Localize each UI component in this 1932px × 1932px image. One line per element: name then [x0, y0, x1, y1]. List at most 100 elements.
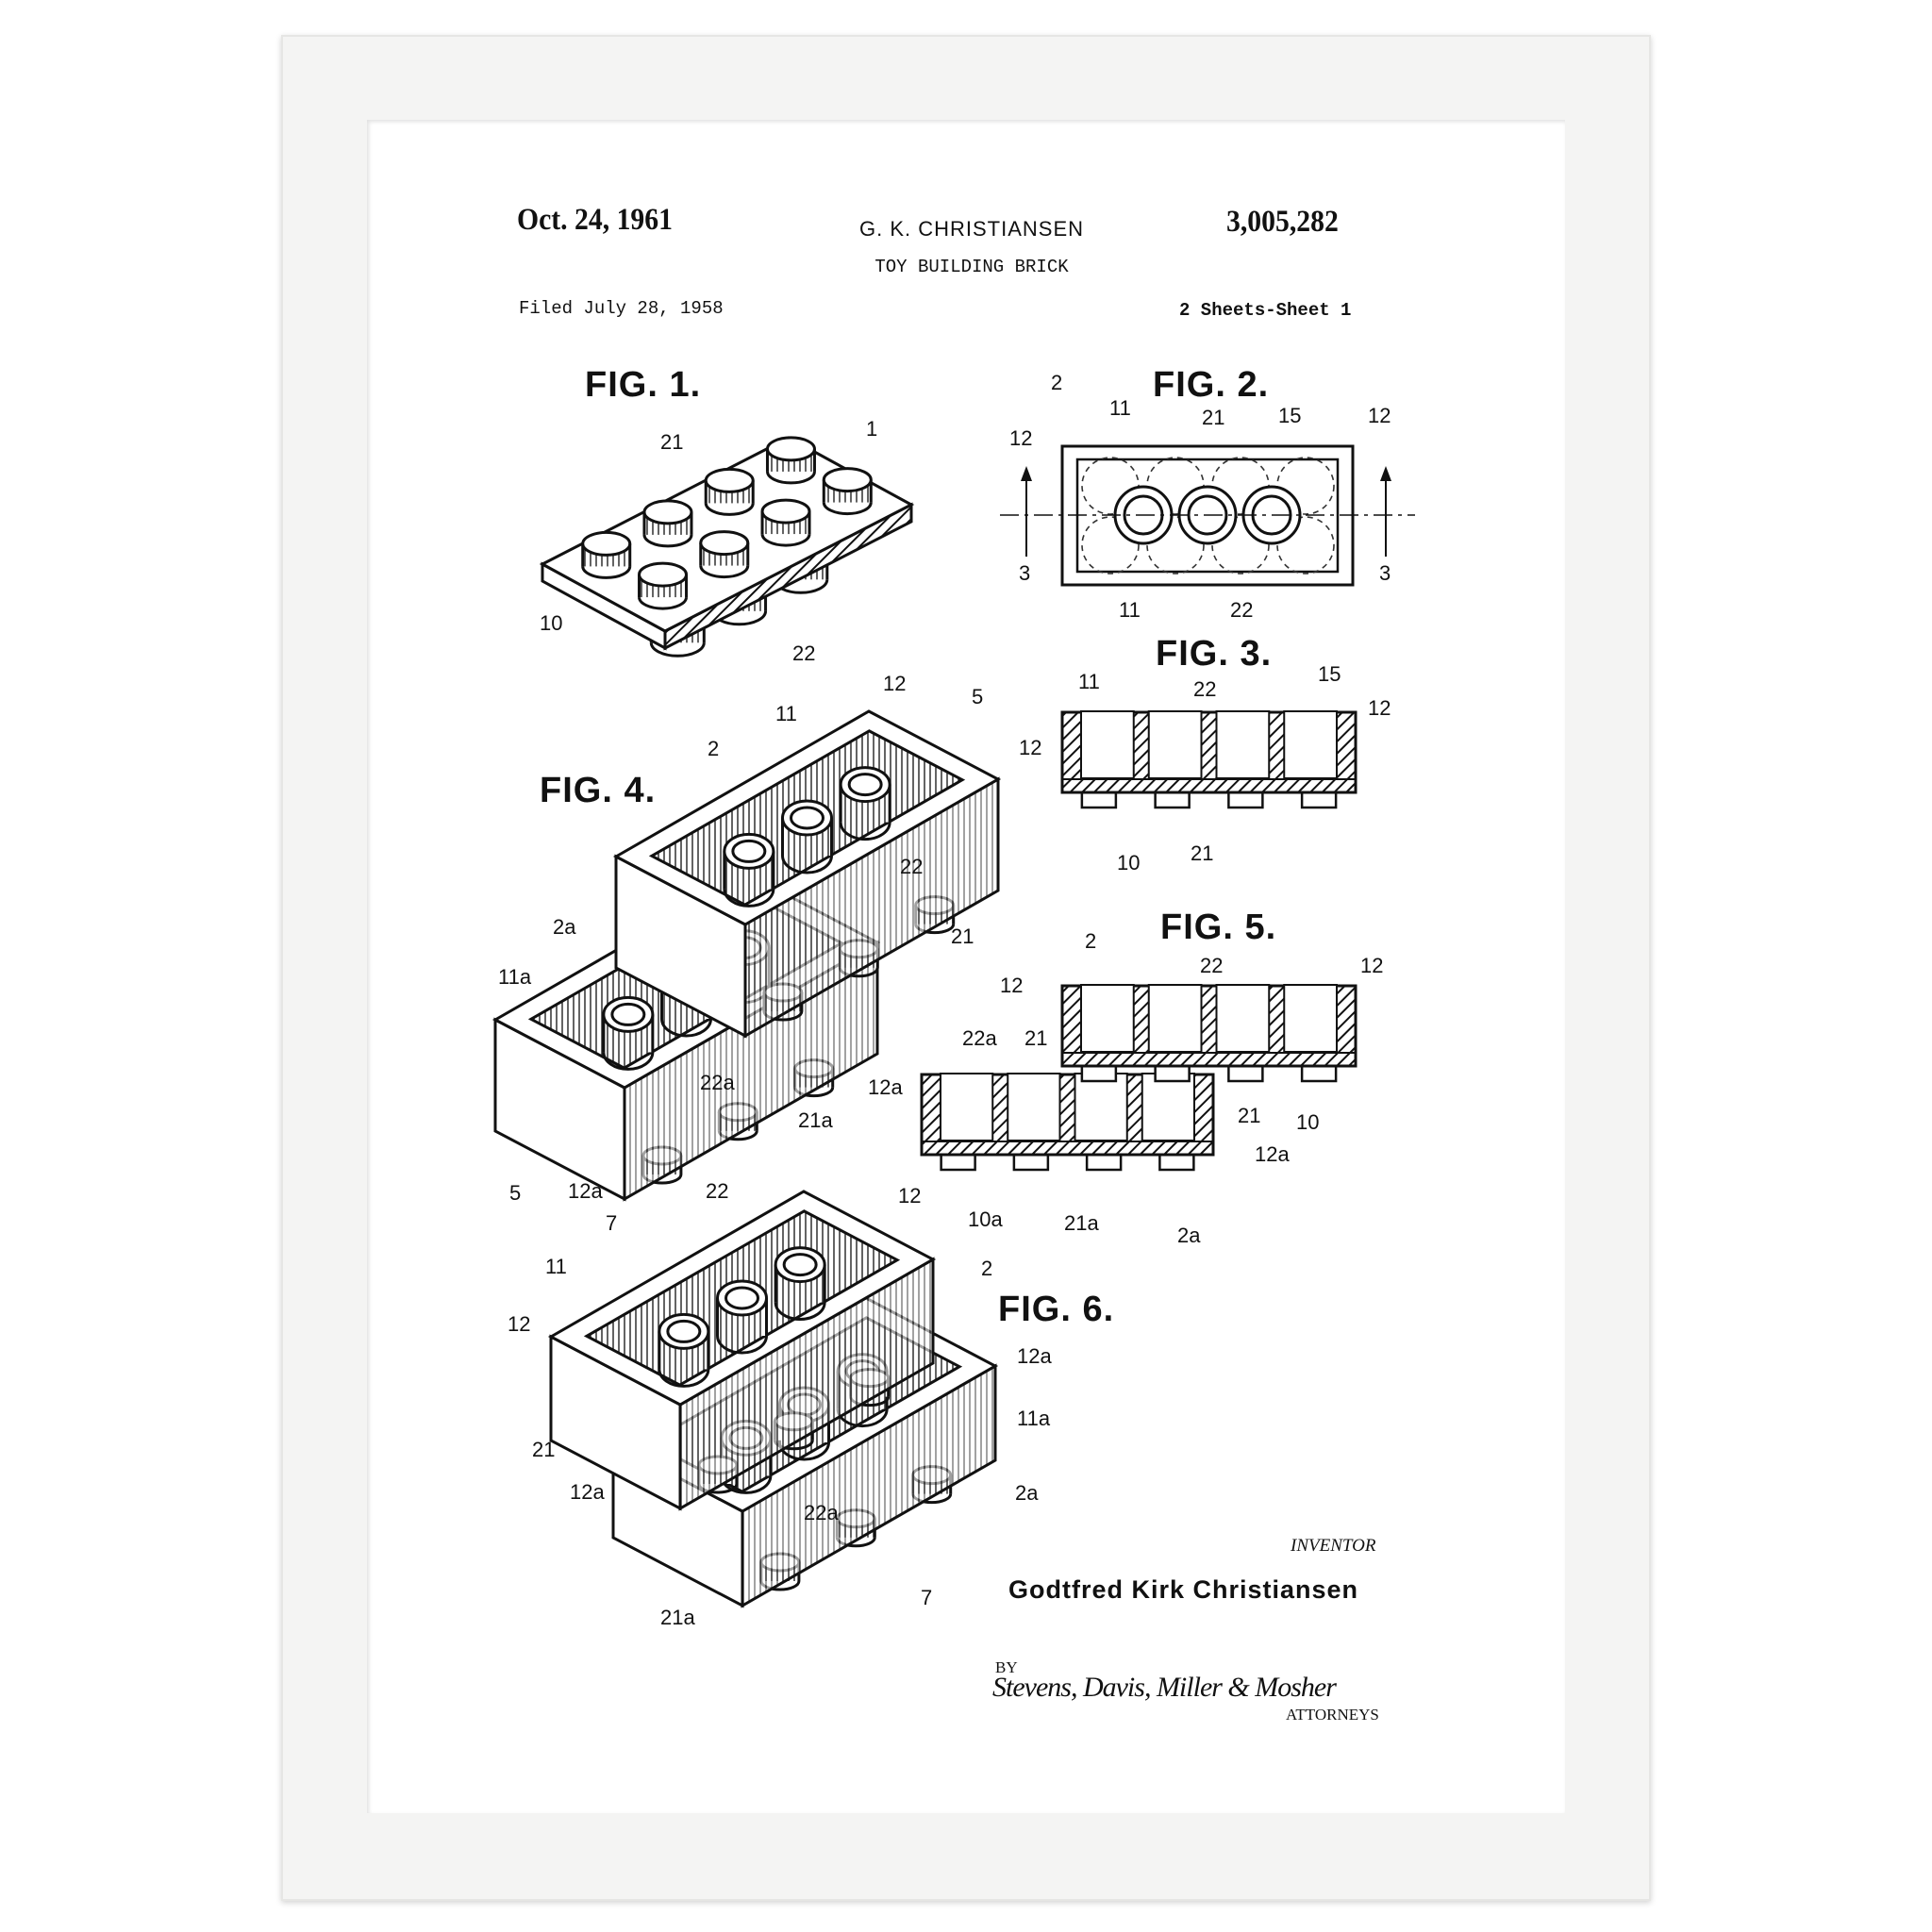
fig5-lower-section-stud [940, 1153, 976, 1172]
fig2-hidden-stud [1146, 516, 1205, 575]
fig4-brick-2-tube-2-bottom [839, 822, 891, 841]
reference-numeral: 21 [951, 924, 974, 948]
reference-numeral: 21a [798, 1108, 833, 1132]
reference-numeral: 12a [1017, 1344, 1052, 1368]
reference-numeral: 12 [1368, 696, 1391, 720]
reference-numeral: 15 [1318, 662, 1341, 686]
reference-numeral: 22 [1230, 598, 1253, 622]
reference-numeral: 12 [1019, 736, 1041, 759]
reference-numeral: 7 [606, 1211, 617, 1235]
reference-numeral: 21 [660, 430, 683, 454]
reference-numeral: 5 [972, 685, 983, 708]
fig6-brick-2-tube-2-bottom [774, 1302, 826, 1322]
fig-3-section [1060, 710, 1357, 809]
fig4-brick-2a-tube-1-bottom [660, 1018, 712, 1038]
fig6-brick-2-tube-1-bottom [716, 1335, 768, 1355]
reference-numeral: 15 [1278, 404, 1301, 427]
figure-title: FIG. 1. [585, 365, 701, 405]
reference-numeral: 2 [1085, 929, 1096, 953]
reference-numeral: 12 [508, 1312, 530, 1336]
fig2-hidden-stud [1211, 516, 1270, 575]
attorneys-label: ATTORNEYS [1286, 1706, 1379, 1724]
fig1-stud-bottom [699, 565, 750, 579]
reference-numeral: 3 [1379, 561, 1391, 585]
reference-numeral: 22 [792, 641, 815, 665]
reference-numeral: 2a [1177, 1224, 1201, 1247]
fig5-lower-section-cavity [940, 1073, 994, 1141]
fig1-stud-top [822, 467, 873, 493]
reference-numeral: 11a [1017, 1407, 1051, 1430]
by-label: BY [995, 1658, 1018, 1676]
fig3-section-stud [1227, 791, 1264, 809]
reference-numeral: 21a [1064, 1211, 1099, 1235]
figure-title: FIG. 6. [998, 1290, 1114, 1329]
fig2-hidden-stud [1276, 516, 1335, 575]
reference-numeral: 10a [968, 1208, 1003, 1231]
fig1-underside-tube-0-bottom [649, 642, 706, 658]
reference-numeral: 10 [540, 611, 562, 635]
reference-numeral: 22a [804, 1501, 839, 1524]
fig1-stud-top [581, 530, 632, 557]
fig1-stud-bottom [822, 502, 873, 516]
reference-numeral: 12 [1368, 404, 1391, 427]
patent-number: 3,005,282 [1226, 205, 1339, 239]
fig4-brick-2-tube-hole [790, 806, 824, 830]
patent-date: Oct. 24, 1961 [517, 203, 673, 237]
reference-numeral: 3 [1019, 561, 1030, 585]
fig1-stud-top [642, 499, 693, 525]
reference-numeral: 11 [775, 702, 797, 725]
fig1-stud-bottom [765, 471, 816, 485]
figure-title: FIG. 5. [1160, 908, 1276, 947]
reference-numeral: 1 [866, 417, 877, 441]
reference-numeral: 2a [553, 915, 576, 939]
fig5-lower-section-cavity [1074, 1073, 1128, 1141]
fig5-upper-section-stud [1300, 1064, 1338, 1083]
fig4-brick-2-tube-hole [731, 839, 767, 863]
fig1-stud-top [704, 467, 755, 493]
fig3-section-stud [1080, 791, 1118, 809]
reference-numeral: 5 [509, 1181, 521, 1205]
reference-numeral: 12 [1009, 426, 1032, 450]
fig-5-sections [920, 984, 1357, 1172]
fig5-upper-section-stud [1154, 1064, 1191, 1083]
reference-numeral: 7 [921, 1586, 932, 1609]
fig5-upper-section-cavity [1080, 984, 1135, 1053]
reference-numeral: 11 [545, 1255, 567, 1278]
fig-1-plate [539, 436, 915, 658]
fig6-brick-2-tube-hole [666, 1319, 702, 1343]
fig5-upper-section-stud [1227, 1064, 1264, 1083]
fig3-section-cavity [1080, 710, 1135, 779]
reference-numeral: 12 [1000, 974, 1023, 997]
fig6-brick-2-tube-0-bottom [658, 1369, 710, 1388]
reference-numeral: 10 [1296, 1110, 1319, 1134]
fig-6-bricks [547, 1190, 999, 1608]
reference-numeral: 11 [1078, 670, 1100, 693]
reference-numeral: 22 [1200, 954, 1223, 977]
fig2-hidden-stud [1081, 516, 1140, 575]
reference-numeral: 12a [1255, 1142, 1290, 1166]
fig1-stud-top [699, 530, 750, 557]
reference-numeral: 22a [700, 1071, 735, 1094]
fig2-arrowhead [1021, 466, 1032, 481]
reference-numeral: 12 [898, 1184, 921, 1208]
reference-numeral: 2 [708, 737, 719, 760]
reference-numeral: 12 [1360, 954, 1383, 977]
reference-numeral: 12a [868, 1075, 903, 1099]
fig4-brick-2-tube-0-bottom [723, 889, 775, 908]
fig3-section-cavity [1147, 710, 1203, 779]
fig1-stud-top [760, 498, 811, 525]
fig2-hidden-stud [1276, 457, 1335, 515]
patent-sheet [367, 120, 1565, 1813]
fig6-brick-2-tube-hole [782, 1253, 818, 1277]
filed-date: Filed July 28, 1958 [519, 298, 724, 319]
fig1-stud-top [765, 436, 816, 462]
inventor-short: G. K. CHRISTIANSEN [858, 217, 1085, 241]
reference-numeral: 12a [568, 1179, 603, 1203]
fig1-stud-bottom [642, 534, 693, 548]
reference-numeral: 21a [660, 1606, 695, 1629]
reference-numeral: 22 [706, 1179, 728, 1203]
reference-numeral: 2 [1051, 371, 1062, 394]
sheet-count: 2 Sheets-Sheet 1 [1179, 300, 1352, 321]
